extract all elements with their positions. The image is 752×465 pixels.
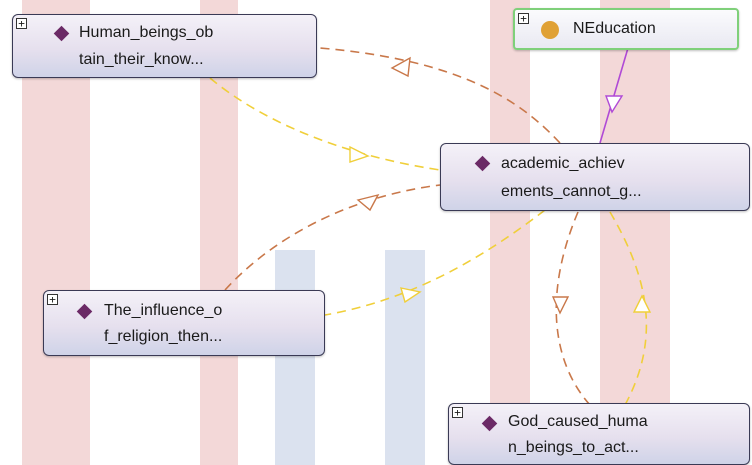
node-neducation[interactable]: + NEducation xyxy=(513,8,739,50)
node-label-line-2: n_beings_to_act... xyxy=(508,439,639,456)
expand-plus-icon[interactable]: + xyxy=(452,407,463,418)
node-label-line-2: ements_cannot_g... xyxy=(501,183,642,200)
expand-plus-icon[interactable]: + xyxy=(16,18,27,29)
edge-human-to-academic[interactable] xyxy=(209,77,441,171)
diamond-icon xyxy=(474,155,491,172)
node-influence-of-religion[interactable]: + The_influence_o f_religion_then... xyxy=(43,290,325,356)
arrowhead-academic-to-god xyxy=(551,296,570,315)
expand-plus-icon[interactable]: + xyxy=(47,294,58,305)
arrowhead-academic-to-religion xyxy=(400,287,422,304)
node-label-line-1: God_caused_huma xyxy=(508,413,648,430)
circle-icon xyxy=(541,21,559,39)
node-label: NEducation xyxy=(573,20,656,37)
diamond-icon xyxy=(53,25,70,42)
edge-religion-to-academic[interactable] xyxy=(224,184,441,291)
arrowhead-god-to-academic xyxy=(632,294,652,313)
arrowhead-religion-to-academic xyxy=(356,193,380,212)
node-label-line-1: Human_beings_ob xyxy=(79,24,214,41)
diamond-icon xyxy=(481,415,498,432)
arrowhead-academic-to-neducation xyxy=(604,95,624,114)
node-label-line-2: f_religion_then... xyxy=(104,328,223,345)
edge-academic-to-god[interactable] xyxy=(555,211,591,406)
edge-academic-to-human[interactable] xyxy=(319,47,561,144)
node-label-line-2: tain_their_know... xyxy=(79,51,204,68)
node-human-beings[interactable]: + Human_beings_ob tain_their_know... xyxy=(12,14,317,78)
node-god-caused[interactable]: + God_caused_huma n_beings_to_act... xyxy=(448,403,750,465)
node-academic-achievements[interactable]: academic_achiev ements_cannot_g... xyxy=(440,143,750,211)
node-label-line-1: academic_achiev xyxy=(501,155,625,172)
arrowhead-human-to-academic xyxy=(349,145,370,163)
diamond-icon xyxy=(76,303,93,320)
edge-academic-to-religion[interactable] xyxy=(324,209,546,316)
expand-plus-icon[interactable]: + xyxy=(518,13,529,24)
node-label-line-1: The_influence_o xyxy=(104,302,223,319)
arrowhead-academic-to-human xyxy=(390,56,411,78)
